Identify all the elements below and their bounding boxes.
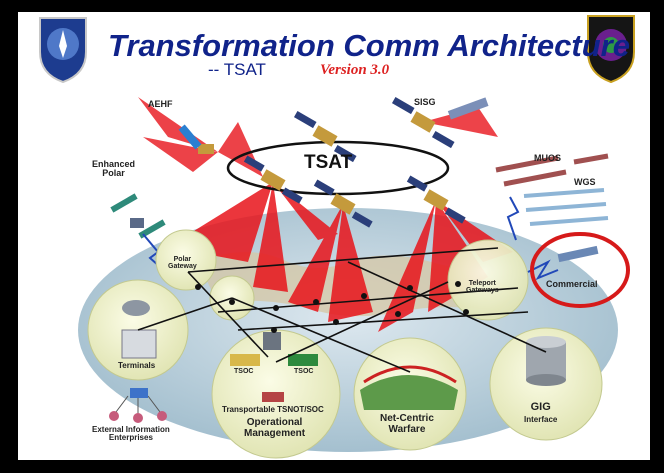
net-centric-warfare-label-line2: Warfare xyxy=(388,423,426,435)
space-command-seal-left xyxy=(39,17,87,84)
tsat-satellite xyxy=(406,175,466,224)
terminals-icon xyxy=(121,329,157,359)
transportable-label: Transportable TSNOT/SOC xyxy=(222,405,324,414)
slide-title: Transformation Comm Architecture xyxy=(108,28,630,63)
gig-database-icon xyxy=(526,336,566,386)
teleport-gateways-bubble xyxy=(447,239,529,321)
tsoc-vehicle-left xyxy=(230,354,260,366)
tsat-satellite xyxy=(313,179,373,228)
commercial-uplink xyxy=(527,259,559,281)
network-nodes xyxy=(195,281,469,333)
terminal-dish-icon xyxy=(122,300,150,316)
net-centric-warfare-label-line1: Net-Centric xyxy=(380,413,434,424)
battlefield-sky xyxy=(363,365,457,384)
polar-gateway-label: Polar Gateway xyxy=(168,256,197,271)
operational-management-label-line2: Management xyxy=(244,427,306,439)
wgs-satellites xyxy=(523,188,609,226)
enhanced-polar-satellites xyxy=(110,193,166,239)
tsoc-left-label: TSOC xyxy=(234,368,254,375)
transportable-vehicle xyxy=(262,392,284,402)
slide: Transformation Comm Architecture -- TSAT… xyxy=(18,12,650,460)
operational-management-label: Operational Management xyxy=(244,417,306,439)
muos-satellites xyxy=(495,153,609,187)
gig-interface-label-line1: GIG xyxy=(530,401,551,413)
slide-subtitle: -- TSAT xyxy=(208,60,266,79)
teleport-gateways-label-line1: Teleport xyxy=(468,280,496,287)
slide-frame: Transformation Comm Architecture -- TSAT… xyxy=(4,4,660,469)
space-command-seal-right xyxy=(587,15,635,84)
polar-gateway-label-line1: Polar xyxy=(173,256,192,263)
muos-label: MUOS xyxy=(534,153,561,163)
sisg-satellite xyxy=(391,97,489,149)
version-label: Version 3.0 xyxy=(320,62,390,78)
sisg-beams xyxy=(423,107,498,137)
teleport-gateways-label-line2: Gateways xyxy=(466,287,499,295)
tsoc-right-label: TSOC xyxy=(294,368,314,375)
aehf-satellite xyxy=(178,124,214,154)
external-information-label-line2: Enterprises xyxy=(108,433,153,443)
muos-uplink xyxy=(506,196,520,241)
external-information-label-line1: External Information xyxy=(92,425,170,434)
network-links xyxy=(137,247,547,373)
ground-station xyxy=(263,332,281,350)
architecture-diagram xyxy=(39,15,635,459)
terminals-label: Terminals xyxy=(118,361,156,370)
gig-interface-label: GIG Interface xyxy=(524,401,558,425)
tsoc-vehicle-right xyxy=(288,354,318,366)
operational-management-label-line1: Operational xyxy=(246,417,303,428)
tsat-label: TSAT xyxy=(304,152,353,173)
net-centric-warfare-label: Net-Centric Warfare xyxy=(380,413,434,435)
commercial-highlight-ring xyxy=(530,232,630,308)
wgs-label: WGS xyxy=(574,177,596,187)
gig-interface-label-line2: Interface xyxy=(524,414,558,424)
teleport-gateways-label: Teleport Gateways xyxy=(466,280,499,295)
external-information-label: External Information Enterprises xyxy=(92,425,170,443)
tsat-satellite xyxy=(243,155,303,204)
enhanced-polar-label-line1: Enhanced xyxy=(92,159,136,169)
tsat-ring xyxy=(226,140,450,196)
polar-gateway-bubble xyxy=(155,229,217,291)
external-network-icon xyxy=(109,388,167,423)
battlefield-scene xyxy=(360,375,458,410)
enhanced-polar-label: Enhanced Polar xyxy=(92,159,136,179)
aehf-label: AEHF xyxy=(148,99,173,109)
commercial-label: Commercial xyxy=(546,279,598,289)
commercial-satellite xyxy=(557,245,599,263)
polar-gateway-label-line2: Gateway xyxy=(168,263,197,271)
tsat-satellite xyxy=(293,111,357,163)
enhanced-polar-label-line2: Polar xyxy=(102,168,125,179)
sisg-label: SISG xyxy=(414,97,436,107)
